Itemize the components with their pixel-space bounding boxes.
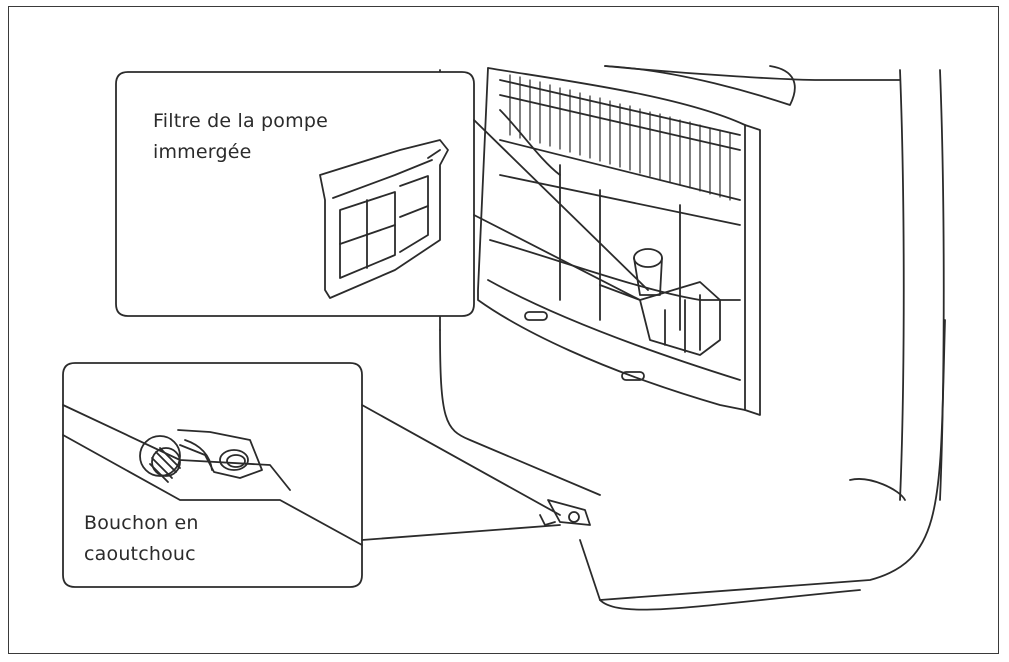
filter-callout-pointer — [473, 119, 649, 301]
plug-callout-pointer — [361, 404, 561, 541]
filter-label-line2: immergée — [153, 141, 252, 163]
drain-outlet — [539, 499, 591, 526]
grille-hatch — [509, 74, 731, 201]
filter-icon — [319, 139, 449, 299]
filter-callout-box — [115, 71, 475, 317]
filter-callout-label: Filtre de la pompe immergée — [153, 106, 328, 168]
rubber-plug-icon — [62, 404, 363, 546]
plug-label-line2: caoutchouc — [84, 543, 196, 565]
plug-label-line1: Bouchon en — [84, 512, 199, 534]
tank-floor-slots — [524, 311, 645, 381]
plug-callout-box — [62, 362, 363, 588]
filter-label-line1: Filtre de la pompe — [153, 110, 328, 132]
plug-callout-label: Bouchon en caoutchouc — [84, 508, 199, 570]
